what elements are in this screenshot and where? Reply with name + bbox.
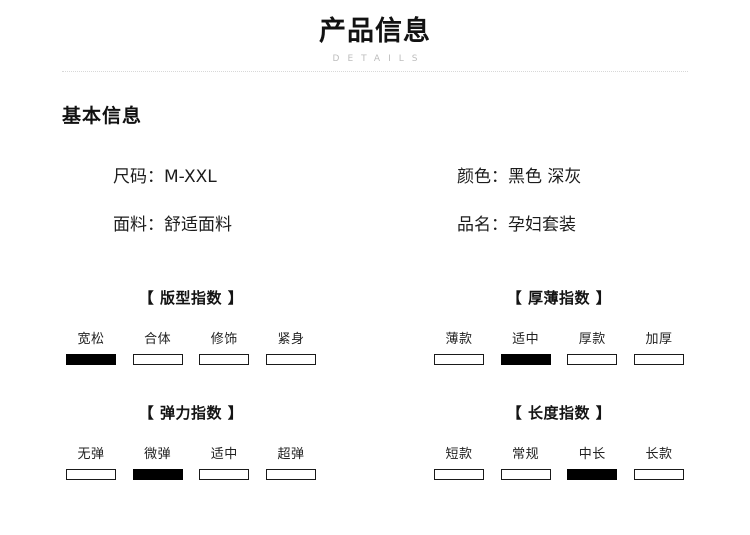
- index-options: 短款 常规 中长 长款: [430, 447, 688, 480]
- page-header: 产品信息 DETAILS: [0, 16, 750, 65]
- index-option-label: 长款: [645, 447, 673, 462]
- index-option-bar[interactable]: [434, 469, 484, 480]
- info-label-product-name: 品名：: [457, 215, 508, 235]
- info-row-product-name: 品名：孕妇套装: [457, 214, 750, 236]
- index-option-label: 薄款: [445, 332, 473, 347]
- index-option[interactable]: 中长: [563, 447, 621, 480]
- info-label-fabric: 面料：: [113, 215, 164, 235]
- info-value-product-name: 孕妇套装: [508, 215, 576, 235]
- basic-info-column-left: 尺码：M-XXL 面料：舒适面料: [0, 166, 375, 236]
- index-option-bar[interactable]: [633, 469, 684, 480]
- index-option[interactable]: 常规: [497, 447, 555, 480]
- index-group-title: 【 弹力指数 】: [138, 404, 244, 422]
- index-row-bottom: 【 弹力指数 】 无弹 微弹 适中 超弹: [0, 403, 750, 480]
- info-row-fabric: 面料：舒适面料: [113, 214, 375, 236]
- index-option-label: 常规: [512, 447, 540, 462]
- index-option-bar[interactable]: [434, 354, 484, 365]
- index-option-label: 超弹: [277, 447, 305, 462]
- index-option-bar-selected[interactable]: [500, 354, 551, 365]
- header-divider: [62, 71, 688, 72]
- info-value-size: M-XXL: [164, 167, 217, 187]
- index-row-top: 【 版型指数 】 宽松 合体 修饰 紧身: [0, 288, 750, 365]
- index-option-label: 修饰: [210, 332, 238, 347]
- index-option-label: 厚款: [578, 332, 606, 347]
- index-option[interactable]: 合体: [129, 332, 187, 365]
- info-value-color: 黑色 深灰: [508, 167, 582, 187]
- index-option-label: 微弹: [144, 447, 172, 462]
- index-group-elasticity: 【 弹力指数 】 无弹 微弹 适中 超弹: [0, 403, 375, 480]
- index-option-bar[interactable]: [567, 354, 618, 365]
- index-options: 宽松 合体 修饰 紧身: [62, 332, 320, 365]
- index-option-bar-selected[interactable]: [132, 469, 183, 480]
- index-option[interactable]: 加厚: [630, 332, 688, 365]
- index-option[interactable]: 超弹: [262, 447, 320, 480]
- index-options: 无弹 微弹 适中 超弹: [62, 447, 320, 480]
- index-option-label: 中长: [578, 447, 606, 462]
- index-groups-area: 【 版型指数 】 宽松 合体 修饰 紧身: [0, 288, 750, 480]
- index-option[interactable]: 长款: [630, 447, 688, 480]
- index-options: 薄款 适中 厚款 加厚: [430, 332, 688, 365]
- index-group-title: 【 厚薄指数 】: [506, 289, 612, 307]
- index-group-fit: 【 版型指数 】 宽松 合体 修饰 紧身: [0, 288, 375, 365]
- index-option-bar[interactable]: [633, 354, 684, 365]
- index-group-title: 【 长度指数 】: [506, 404, 612, 422]
- index-option[interactable]: 薄款: [430, 332, 488, 365]
- index-option[interactable]: 紧身: [262, 332, 320, 365]
- index-option-label: 合体: [144, 332, 172, 347]
- page-subtitle: DETAILS: [332, 54, 426, 64]
- index-option[interactable]: 厚款: [563, 332, 621, 365]
- index-option-bar[interactable]: [66, 469, 116, 480]
- index-option-bar[interactable]: [199, 354, 250, 365]
- index-option[interactable]: 微弹: [129, 447, 187, 480]
- index-option-bar[interactable]: [500, 469, 551, 480]
- index-option-bar[interactable]: [265, 469, 316, 480]
- index-option-label: 紧身: [277, 332, 305, 347]
- basic-info-heading: 基本信息: [62, 105, 143, 127]
- basic-info-grid: 尺码：M-XXL 面料：舒适面料 颜色：黑色 深灰 品名：孕妇套装: [0, 166, 750, 236]
- index-option[interactable]: 宽松: [62, 332, 120, 365]
- index-group-title: 【 版型指数 】: [138, 289, 244, 307]
- basic-info-column-right: 颜色：黑色 深灰 品名：孕妇套装: [375, 166, 750, 236]
- info-label-color: 颜色：: [457, 167, 508, 187]
- index-option-label: 无弹: [77, 447, 105, 462]
- index-option-label: 适中: [210, 447, 238, 462]
- index-option-label: 宽松: [77, 332, 105, 347]
- index-option-bar[interactable]: [265, 354, 316, 365]
- index-option-label: 适中: [512, 332, 540, 347]
- index-option[interactable]: 修饰: [195, 332, 253, 365]
- page-title: 产品信息: [319, 16, 431, 47]
- info-label-size: 尺码：: [113, 167, 164, 187]
- index-option-bar-selected[interactable]: [567, 469, 618, 480]
- info-row-color: 颜色：黑色 深灰: [457, 166, 750, 188]
- index-option[interactable]: 适中: [497, 332, 555, 365]
- index-option-label: 加厚: [645, 332, 673, 347]
- index-option[interactable]: 适中: [195, 447, 253, 480]
- info-value-fabric: 舒适面料: [164, 215, 232, 235]
- index-option-bar[interactable]: [132, 354, 183, 365]
- index-option[interactable]: 短款: [430, 447, 488, 480]
- index-option[interactable]: 无弹: [62, 447, 120, 480]
- index-option-bar[interactable]: [199, 469, 250, 480]
- index-option-bar-selected[interactable]: [66, 354, 116, 365]
- info-row-size: 尺码：M-XXL: [113, 166, 375, 188]
- index-group-length: 【 长度指数 】 短款 常规 中长 长款: [375, 403, 750, 480]
- index-group-thickness: 【 厚薄指数 】 薄款 适中 厚款 加厚: [375, 288, 750, 365]
- index-option-label: 短款: [445, 447, 473, 462]
